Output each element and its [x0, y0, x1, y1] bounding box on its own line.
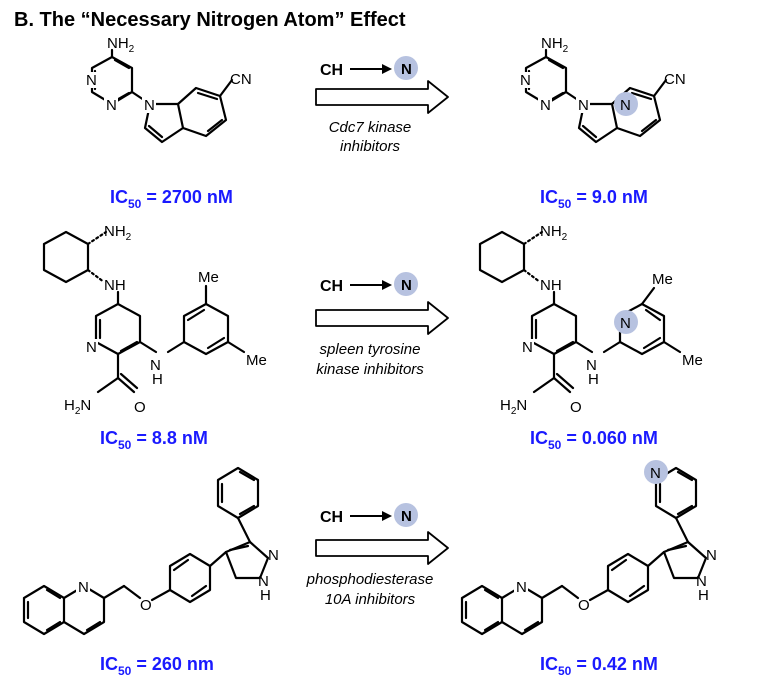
- row1-right-new-n: N: [620, 97, 631, 114]
- row2-ch-label: CH: [320, 278, 343, 295]
- row2-left-molecule: NH2 NH N H2N O N H Me Me: [42, 223, 267, 417]
- row3-transform: CH N phosphodiesterase 10A inhibitors: [306, 503, 449, 608]
- row2-right-molecule: NH2 NH N H2N O N H Me Me N: [478, 223, 703, 417]
- row3-left-o-label: O: [140, 597, 152, 614]
- row2-right-me2: Me: [682, 352, 703, 369]
- row2-transform: CH N spleen tyrosine kinase inhibitors: [315, 272, 449, 378]
- row1-right-molecule: NH2 N N CN N N: [518, 35, 686, 144]
- row1-right-n1: N: [520, 72, 531, 89]
- row2-right-h2n-label: H2N: [500, 397, 527, 417]
- row2-right-amine-h: H: [588, 371, 599, 388]
- row3-reaction-arrow: [315, 531, 449, 565]
- row1-left-nh2-label: NH2: [107, 35, 135, 55]
- row1-right-nh2-label: NH2: [541, 35, 569, 55]
- row3-left-molecule: N O N N H: [22, 466, 279, 636]
- row3-left-quinoline-n: N: [78, 579, 89, 596]
- row2-right-o-label: O: [570, 399, 582, 416]
- row2-right-ic50: IC50 = 0.060 nM: [530, 428, 658, 452]
- row2-right-pyridine-n: N: [522, 339, 533, 356]
- row2-right-nh-label: NH: [540, 277, 562, 294]
- row3-left-pyrazole-h: H: [260, 587, 271, 604]
- row3-right-ic50: IC50 = 0.42 nM: [540, 654, 658, 678]
- row2-caption-line1: spleen tyrosine: [320, 341, 421, 358]
- row2-left-h2n-label: H2N: [64, 397, 91, 417]
- row3-caption-line1: phosphodiesterase: [306, 571, 434, 588]
- row1-ch-label: CH: [320, 62, 343, 79]
- row2-left-me1: Me: [198, 269, 219, 286]
- row2-left-o-label: O: [134, 399, 146, 416]
- row1-right-ic50: IC50 = 9.0 nM: [540, 187, 648, 211]
- row2-n-highlight: [394, 272, 418, 296]
- row3-right-new-n: N: [650, 465, 661, 482]
- row2-left-nh2-label: NH2: [104, 223, 132, 243]
- row3-n-highlight: [394, 503, 418, 527]
- row1-left-indole-n: N: [144, 97, 155, 114]
- row1-left-ic50: IC50 = 2700 nM: [110, 187, 233, 211]
- row1-right-cn-label: CN: [664, 71, 686, 88]
- row1-caption-line2: inhibitors: [340, 138, 401, 155]
- row2-n-label: N: [401, 277, 412, 294]
- row1-left-molecule: NH2 N N CN N: [84, 35, 252, 144]
- row3-n-label: N: [401, 508, 412, 525]
- row3-caption-line2: 10A inhibitors: [325, 591, 416, 608]
- row2-right-amine-n: N: [586, 357, 597, 374]
- row2-left-ic50: IC50 = 8.8 nM: [100, 428, 208, 452]
- row3-right-molecule: N O N N H N: [460, 460, 717, 636]
- row1-reaction-arrow: [315, 80, 449, 114]
- row1-left-n2: N: [106, 97, 117, 114]
- row2-right-me1: Me: [652, 271, 673, 288]
- row3-right-pyrazole-n1: N: [706, 547, 717, 564]
- row2-left-pyridine-n: N: [86, 339, 97, 356]
- row1-right-n2: N: [540, 97, 551, 114]
- row2-right-new-n: N: [620, 315, 631, 332]
- row3-left-ic50: IC50 = 260 nm: [100, 654, 214, 678]
- row3-right-pyrazole-h: H: [698, 587, 709, 604]
- row1-caption-line1: Cdc7 kinase: [329, 119, 412, 136]
- row3-right-o-label: O: [578, 597, 590, 614]
- figure-title: B. The “Necessary Nitrogen Atom” Effect: [14, 9, 406, 31]
- row2-left-nh-label: NH: [104, 277, 126, 294]
- row3-ch-label: CH: [320, 509, 343, 526]
- row3-right-quinoline-n: N: [516, 579, 527, 596]
- row1-n-label: N: [401, 61, 412, 78]
- row2-left-amine-n: N: [150, 357, 161, 374]
- row3-right-n-highlight: [644, 460, 668, 484]
- row1-n-highlight: [394, 56, 418, 80]
- row2-left-amine-h: H: [152, 371, 163, 388]
- row2-right-nh2-label: NH2: [540, 223, 568, 243]
- row1-transform: CH N Cdc7 kinase inhibitors: [315, 56, 449, 155]
- row2-reaction-arrow: [315, 301, 449, 335]
- row2-right-n-highlight: [614, 310, 638, 334]
- row1-right-n-highlight: [614, 92, 638, 116]
- row1-left-n1: N: [86, 72, 97, 89]
- row2-left-me2: Me: [246, 352, 267, 369]
- row1-right-indole-n: N: [578, 97, 589, 114]
- row2-caption-line2: kinase inhibitors: [316, 361, 424, 378]
- row1-left-cn-label: CN: [230, 71, 252, 88]
- row3-left-pyrazole-n2: N: [258, 573, 269, 590]
- row3-left-pyrazole-n1: N: [268, 547, 279, 564]
- row3-right-pyrazole-n2: N: [696, 573, 707, 590]
